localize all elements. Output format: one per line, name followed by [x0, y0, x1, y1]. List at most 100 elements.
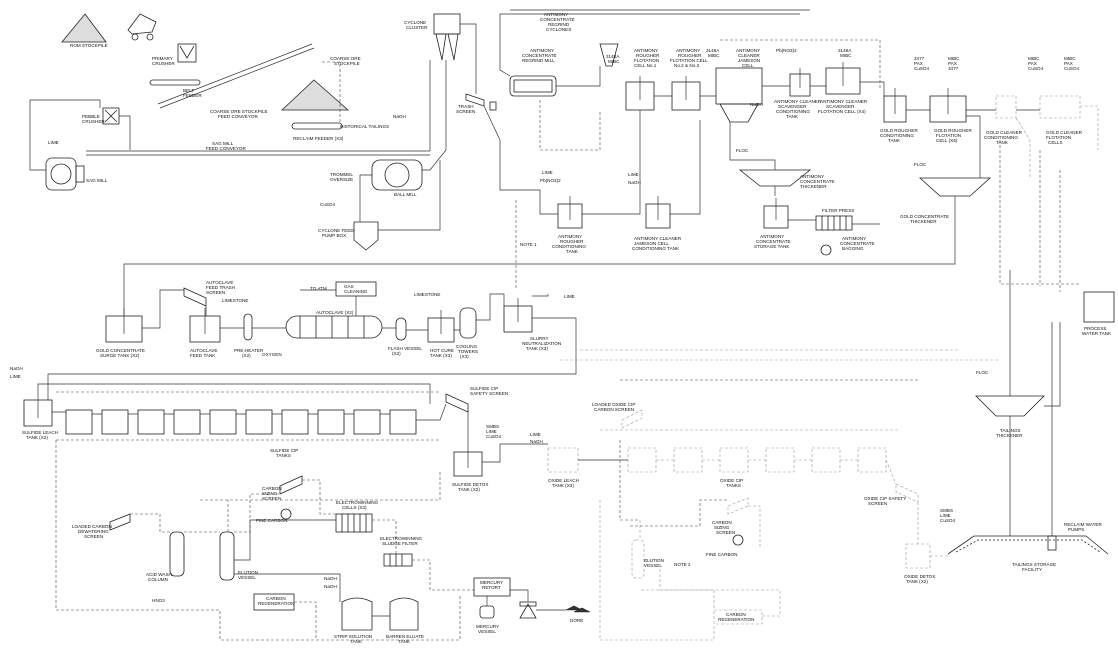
autoclave: AUTOCLAVE (X2) OXYGEN — [262, 310, 383, 357]
svg-text:FLOC: FLOC — [736, 148, 749, 153]
svg-text:LIME: LIME — [530, 432, 541, 437]
ball-mill: BALL MILL — [371, 159, 423, 197]
svg-text:NaOH: NaOH — [324, 576, 337, 581]
svg-text:FINE CARBON: FINE CARBON — [256, 518, 287, 523]
smelting-furnace — [519, 601, 537, 619]
svg-text:FINE CARBON: FINE CARBON — [706, 552, 737, 557]
sag-mill: LIME SAG MILL — [45, 140, 108, 191]
svg-text:LIMESTONE: LIMESTONE — [414, 292, 440, 297]
svg-text:LIME: LIME — [48, 140, 59, 145]
svg-text:HISTORICAL TAILINGS: HISTORICAL TAILINGS — [340, 124, 389, 129]
dore-bars: DORÉ — [565, 605, 591, 623]
svg-text:OXYGEN: OXYGEN — [262, 352, 282, 357]
svg-text:BALL MILL: BALL MILL — [394, 192, 417, 197]
svg-text:LIME: LIME — [542, 170, 553, 175]
reclaim-feeder: RECLAIM FEEDER (X3) — [291, 122, 344, 141]
svg-text:HNO3: HNO3 — [152, 598, 165, 603]
svg-text:LIME: LIME — [628, 172, 639, 177]
svg-text:SAG MILL: SAG MILL — [86, 178, 108, 183]
svg-text:NaOH: NaOH — [750, 102, 763, 107]
haul-truck — [127, 13, 157, 41]
